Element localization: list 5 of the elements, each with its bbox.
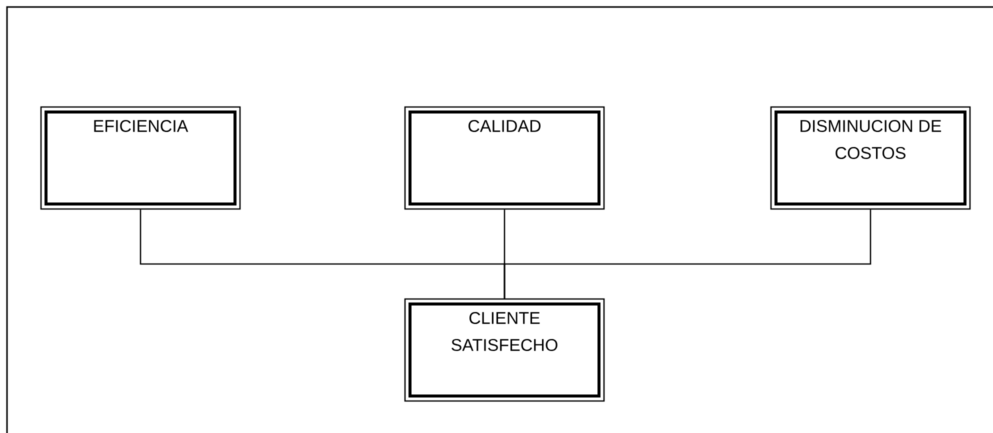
process-box: CLIENTE SATISFECHO	[404, 298, 605, 402]
process-box: CALIDAD	[404, 106, 605, 210]
connector-line	[504, 210, 872, 298]
process-box: DISMINUCION DE COSTOS	[770, 106, 971, 210]
process-box: EFICIENCIA	[40, 106, 241, 210]
